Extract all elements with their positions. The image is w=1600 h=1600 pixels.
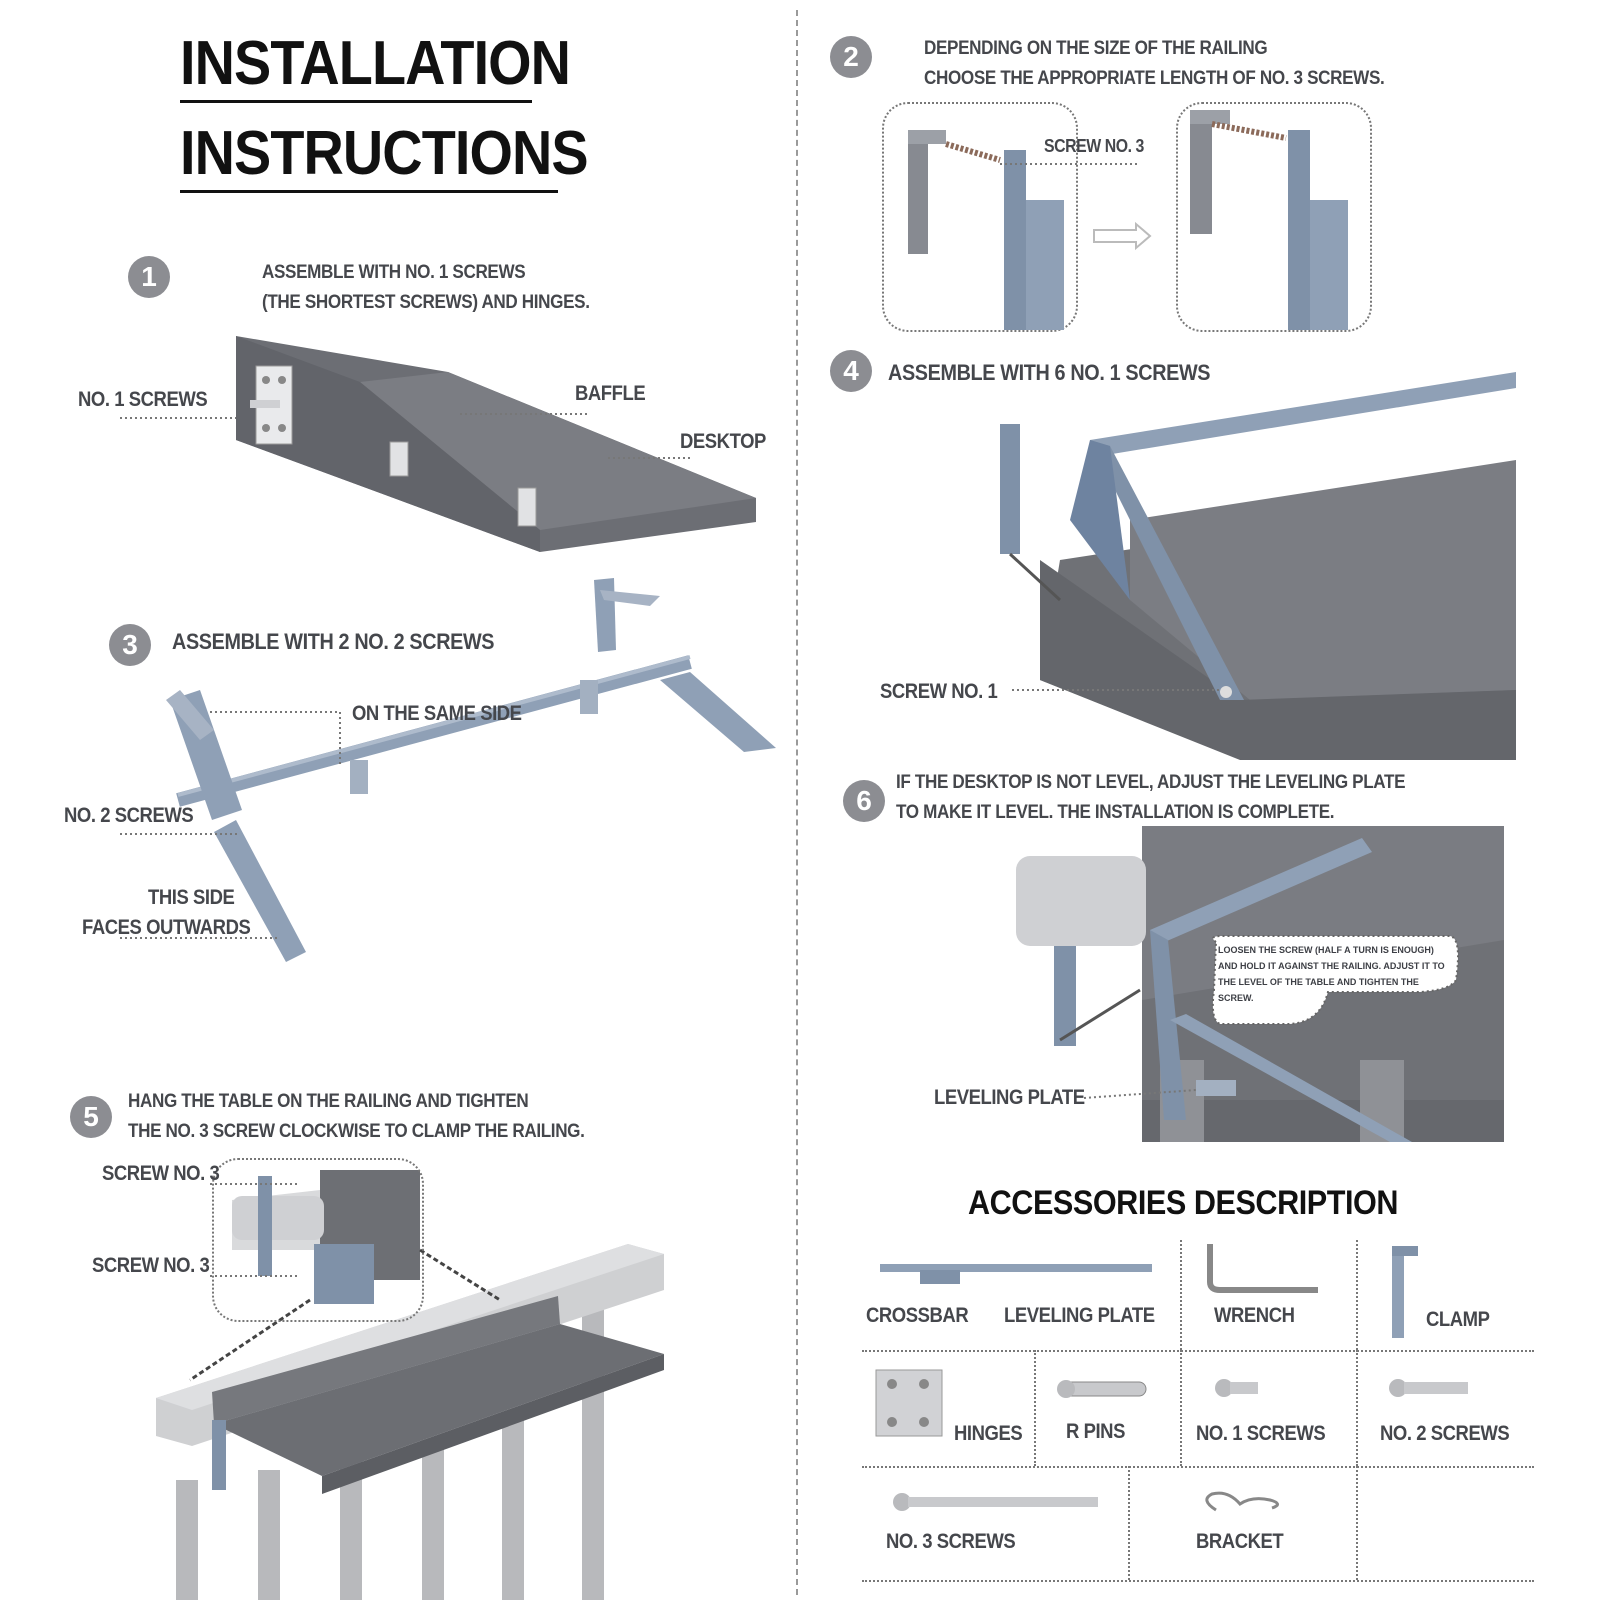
- clamp-icon: [1392, 1246, 1418, 1338]
- r-pins-icon: [1057, 1380, 1147, 1398]
- wrench-icon: [1207, 1244, 1318, 1293]
- acc-divider-v2: [1356, 1240, 1358, 1350]
- acc-divider-v7: [1356, 1466, 1358, 1580]
- step-2-before-frame: [882, 102, 1078, 332]
- acc-divider-v6: [1128, 1466, 1130, 1580]
- acc-divider-v3: [1034, 1350, 1036, 1466]
- desk-assembly-illustration: [1000, 372, 1516, 760]
- no2-screws-icon: [1389, 1379, 1468, 1397]
- step-2-after-frame: [1176, 102, 1372, 332]
- acc-wrench-label: WRENCH: [1214, 1304, 1295, 1327]
- label-leveling-plate: LEVELING PLATE: [934, 1086, 1085, 1109]
- step-6-line-2: TO MAKE IT LEVEL. THE INSTALLATION IS CO…: [896, 802, 1335, 823]
- step-5-zoom-frame: [212, 1158, 424, 1322]
- no3-screws-icon: [893, 1493, 1098, 1511]
- step-3-text: ASSEMBLE WITH 2 NO. 2 SCREWS: [172, 629, 495, 654]
- step-6-tip-note: LOOSEN THE SCREW (HALF A TURN IS ENOUGH)…: [1218, 945, 1445, 1003]
- acc-divider-v1: [1180, 1240, 1182, 1350]
- hinges-icon: [875, 1369, 943, 1437]
- label-desktop: DESKTOP: [680, 430, 766, 453]
- step-5-text: HANG THE TABLE ON THE RAILING AND TIGHTE…: [128, 1087, 585, 1147]
- step-6-text: IF THE DESKTOP IS NOT LEVEL, ADJUST THE …: [896, 768, 1405, 828]
- label-baffle: BAFFLE: [575, 382, 646, 405]
- acc-divider-h2: [862, 1466, 1534, 1468]
- acc-no2-screws-label: NO. 2 SCREWS: [1380, 1422, 1510, 1445]
- step-2-badge: 2: [830, 36, 872, 78]
- step-5-line-2: THE NO. 3 SCREW CLOCKWISE TO CLAMP THE R…: [128, 1121, 585, 1142]
- acc-no1-screws-label: NO. 1 SCREWS: [1196, 1422, 1326, 1445]
- label-screw3-upper: SCREW NO. 3: [102, 1162, 220, 1185]
- step-1-line-1: ASSEMBLE WITH NO. 1 SCREWS: [262, 262, 526, 283]
- acc-crossbar-label: CROSSBAR: [866, 1304, 969, 1327]
- desktop-illustration: [120, 336, 756, 552]
- title-line-2: INSTRUCTIONS: [180, 119, 589, 188]
- label-no1-screws: NO. 1 SCREWS: [78, 388, 208, 411]
- accessories-title: ACCESSORIES DESCRIPTION: [968, 1184, 1399, 1222]
- step-5-line-1: HANG THE TABLE ON THE RAILING AND TIGHTE…: [128, 1091, 529, 1112]
- label-same-side: ON THE SAME SIDE: [352, 702, 522, 725]
- step-1-badge: 1: [128, 256, 170, 298]
- step-2-line-2: CHOOSE THE APPROPRIATE LENGTH OF NO. 3 S…: [924, 68, 1385, 89]
- label-no2-screws: NO. 2 SCREWS: [64, 804, 194, 827]
- step-1-text: ASSEMBLE WITH NO. 1 SCREWS (THE SHORTEST…: [262, 258, 590, 318]
- railing-illustration: [156, 1170, 664, 1600]
- leveling-illustration: [1016, 826, 1504, 1142]
- acc-divider-h3: [862, 1580, 1534, 1582]
- step-4-badge: 4: [830, 350, 872, 392]
- step-5-badge: 5: [70, 1096, 112, 1138]
- acc-divider-v5: [1356, 1350, 1358, 1466]
- crossbar-icon: [880, 1264, 1152, 1284]
- acc-r-pins-label: R PINS: [1066, 1420, 1125, 1443]
- title-underline-1: [180, 100, 532, 103]
- step-6-line-1: IF THE DESKTOP IS NOT LEVEL, ADJUST THE …: [896, 772, 1406, 793]
- title-underline-2: [180, 190, 558, 193]
- step-2-text: DEPENDING ON THE SIZE OF THE RAILING CHO…: [924, 34, 1385, 94]
- acc-divider-h1: [862, 1350, 1534, 1352]
- step-6-badge: 6: [843, 780, 885, 822]
- acc-bracket-label: BRACKET: [1196, 1530, 1284, 1553]
- title-line-1: INSTALLATION: [180, 29, 571, 98]
- step-1-line-2: (THE SHORTEST SCREWS) AND HINGES.: [262, 292, 590, 313]
- step-4-text: ASSEMBLE WITH 6 NO. 1 SCREWS: [888, 360, 1211, 385]
- label-this-side: THIS SIDE: [148, 886, 235, 909]
- acc-leveling-plate-label: LEVELING PLATE: [1004, 1304, 1155, 1327]
- acc-hinges-label: HINGES: [954, 1422, 1023, 1445]
- acc-divider-v4: [1180, 1350, 1182, 1466]
- acc-clamp-label: CLAMP: [1426, 1308, 1490, 1331]
- step-2-line-1: DEPENDING ON THE SIZE OF THE RAILING: [924, 38, 1268, 59]
- bracket-icon: [1205, 1491, 1279, 1512]
- column-divider: [796, 10, 798, 1595]
- label-faces-outwards: FACES OUTWARDS: [82, 916, 251, 939]
- step-3-badge: 3: [109, 624, 151, 666]
- label-screw3-step2: SCREW NO. 3: [1044, 136, 1144, 156]
- label-screw1-step4: SCREW NO. 1: [880, 680, 998, 703]
- no1-screws-icon: [1215, 1379, 1258, 1397]
- acc-no3-screws-label: NO. 3 SCREWS: [886, 1530, 1016, 1553]
- screw-length-illustration: [908, 110, 1348, 330]
- frame-illustration: [120, 578, 776, 962]
- label-screw3-lower: SCREW NO. 3: [92, 1254, 210, 1277]
